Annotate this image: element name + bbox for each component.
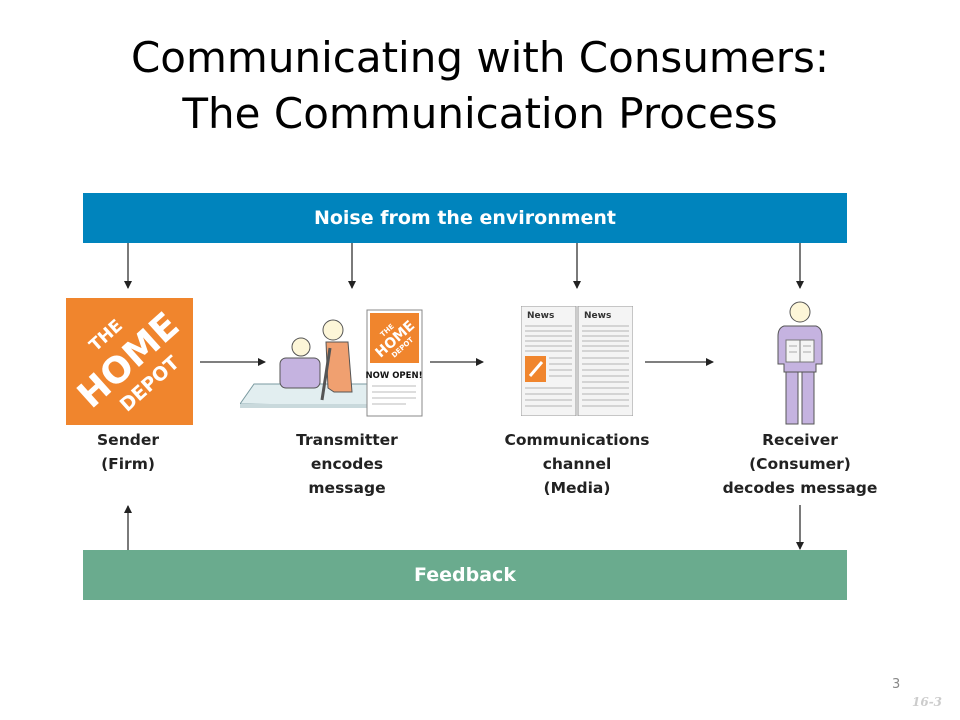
noise-band: Noise from the environment bbox=[83, 193, 847, 243]
reader-person-icon bbox=[777, 301, 823, 425]
transmitter-label: Transmitter encodes message bbox=[296, 431, 398, 497]
channel-label: Communications channel (Media) bbox=[504, 431, 650, 497]
newspaper-right-header: News bbox=[584, 311, 611, 321]
receiver-label: Receiver (Consumer) decodes message bbox=[722, 431, 878, 497]
title-line-2: The Communication Process bbox=[182, 89, 778, 138]
ad-agency-icon: THE HOME DEPOT NOW OPEN! bbox=[240, 309, 423, 417]
newspaper-icon: News News bbox=[521, 306, 633, 416]
newspaper-left-header: News bbox=[527, 311, 554, 321]
feedback-band: Feedback bbox=[83, 550, 847, 600]
home-depot-logo-icon: THE HOME DEPOT bbox=[66, 298, 193, 425]
feedback-label: Feedback bbox=[414, 564, 516, 586]
slide-title: Communicating with Consumers: The Commun… bbox=[0, 30, 960, 142]
slide-code: 16-3 bbox=[912, 695, 943, 709]
flyer-text: NOW OPEN! bbox=[366, 371, 423, 381]
sender-label: Sender (Firm) bbox=[97, 431, 159, 473]
title-line-1: Communicating with Consumers: bbox=[130, 33, 829, 82]
noise-label: Noise from the environment bbox=[313, 207, 617, 229]
page-number: 3 bbox=[892, 677, 901, 692]
